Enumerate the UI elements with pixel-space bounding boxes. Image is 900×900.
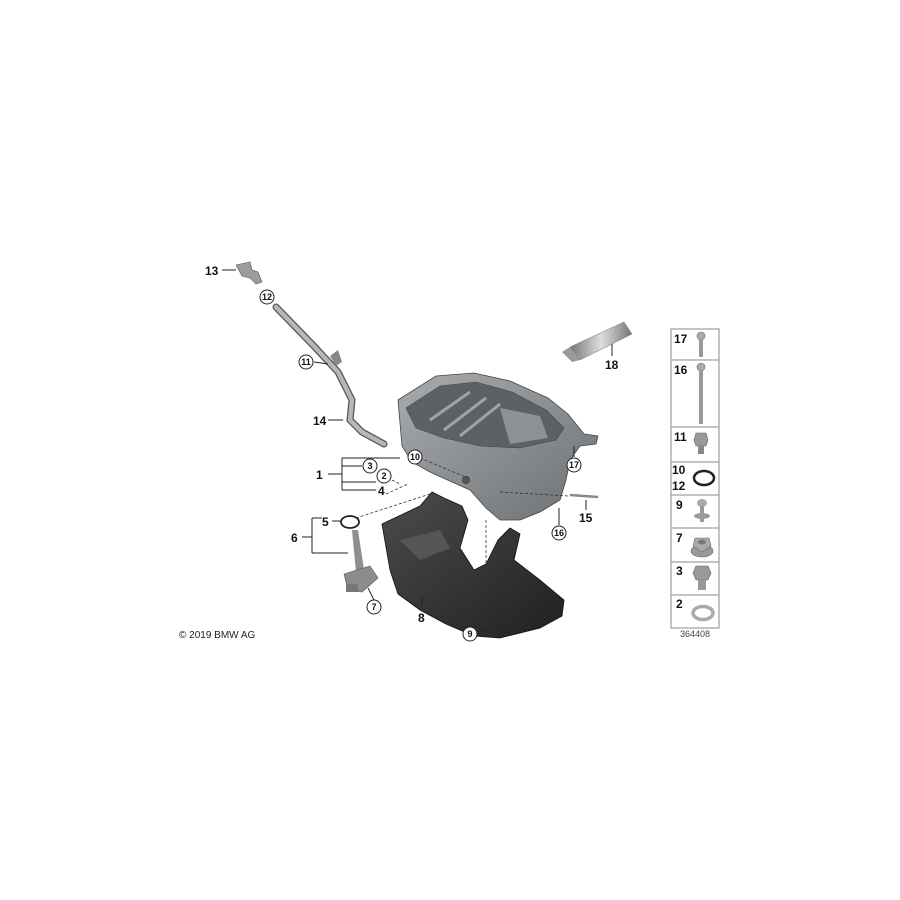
svg-text:9: 9: [676, 498, 683, 512]
callout-12: 12: [259, 289, 275, 305]
callout-11: 11: [298, 354, 314, 370]
svg-text:3: 3: [676, 564, 683, 578]
oil-level-sensor: [343, 530, 379, 593]
hex-bolt-icon: [693, 432, 709, 447]
callout-6: 6: [291, 531, 298, 545]
panel-row-7: 7: [676, 531, 714, 558]
panel-row-17: 17: [674, 331, 706, 357]
svg-text:16: 16: [674, 363, 688, 377]
oil-pan: [397, 372, 599, 521]
bolt-head-icon: [696, 331, 706, 341]
dipstick-guide-tube: [272, 303, 388, 448]
svg-text:2: 2: [676, 597, 683, 611]
callout-9: 9: [462, 626, 478, 642]
svg-text:17: 17: [569, 460, 579, 470]
diagram-id: 364408: [680, 629, 710, 639]
callout-4: 4: [378, 484, 385, 498]
panel-row-3: 3: [676, 564, 712, 590]
sealing-washer-icon: [691, 604, 715, 622]
callout-17: 17: [566, 457, 582, 473]
long-bolt-icon: [696, 362, 706, 372]
copyright: © 2019 BMW AG: [179, 630, 256, 641]
callout-15: 15: [579, 511, 593, 525]
o-ring-part: [340, 515, 360, 529]
callout-1: 1: [316, 468, 323, 482]
panel-row-11: 11: [674, 430, 709, 454]
sealant-tube: [562, 321, 633, 362]
panel-row-2: 2: [676, 597, 715, 622]
callout-2: 2: [376, 468, 392, 484]
dipstick-handle: [235, 261, 263, 285]
oil-sump-cover: [381, 491, 565, 639]
svg-text:16: 16: [554, 528, 564, 538]
svg-text:10: 10: [410, 452, 420, 462]
svg-text:11: 11: [301, 357, 311, 367]
callout-14: 14: [313, 414, 327, 428]
callout-5: 5: [322, 515, 329, 529]
panel-row-16: 16: [674, 362, 706, 424]
panel-row-10-12: 10 12: [672, 463, 716, 493]
callout-13: 13: [205, 264, 219, 278]
svg-text:3: 3: [367, 461, 372, 471]
o-ring-icon: [692, 469, 716, 487]
callout-8: 8: [418, 611, 425, 625]
svg-text:12: 12: [262, 292, 272, 302]
callout-3: 3: [362, 458, 378, 474]
callout-10: 10: [407, 449, 423, 465]
svg-text:11: 11: [674, 430, 687, 444]
panel-row-9: 9: [676, 498, 710, 522]
drain-plug-icon: [692, 565, 712, 581]
svg-text:17: 17: [674, 332, 688, 346]
svg-text:7: 7: [676, 531, 683, 545]
fastener-panel: 17 16 11 10 12 9 7: [670, 328, 720, 629]
grommet-screw-icon: [697, 499, 707, 507]
svg-text:2: 2: [381, 471, 386, 481]
svg-text:9: 9: [467, 629, 472, 639]
callout-7: 7: [366, 599, 382, 615]
leader-lines: [222, 269, 613, 633]
screw-15: [569, 493, 599, 499]
svg-text:10: 10: [672, 463, 686, 477]
callout-16: 16: [551, 525, 567, 541]
svg-text:12: 12: [672, 479, 686, 493]
svg-text:7: 7: [371, 602, 376, 612]
callout-18: 18: [605, 358, 619, 372]
